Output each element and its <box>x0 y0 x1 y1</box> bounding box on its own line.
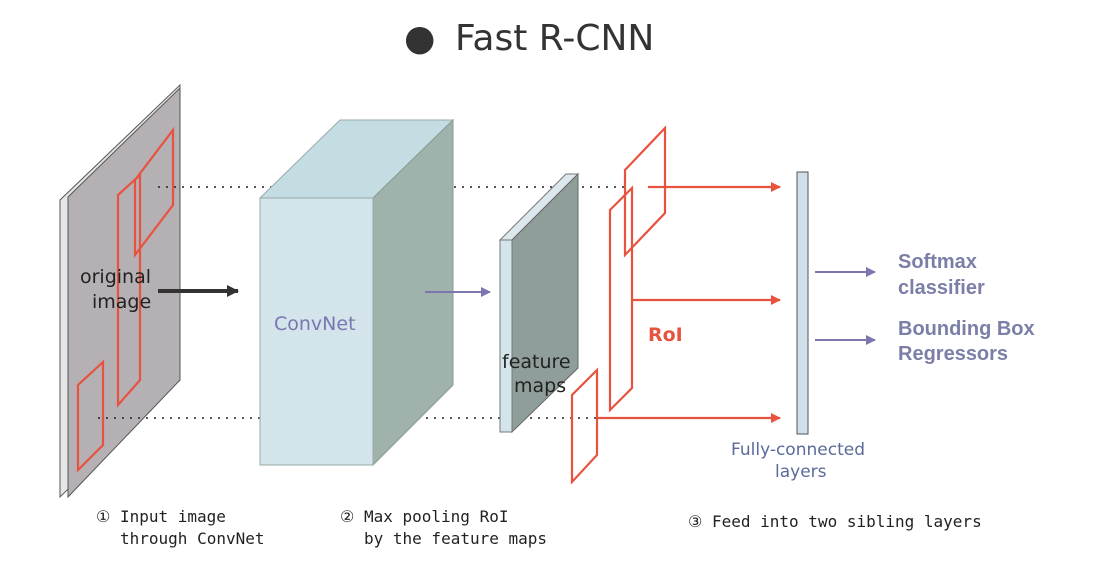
step3-caption: ③ Feed into two sibling layers <box>688 512 982 531</box>
step2-caption-line1: ② Max pooling RoI <box>340 507 508 526</box>
original-image-label-line2: image <box>92 291 151 313</box>
feature-maps-label-line1: feature <box>502 351 571 373</box>
original-image-plane <box>59 83 181 499</box>
page-title: Fast R-CNN <box>455 18 654 59</box>
image-roi-boxes <box>76 126 175 473</box>
bbox-label-line2: Regressors <box>898 343 1008 365</box>
feature-maps-slab <box>498 172 580 434</box>
roi-label: RoI <box>648 324 683 346</box>
softmax-label-line2: classifier <box>898 277 985 299</box>
step1-caption-line2: through ConvNet <box>120 529 265 548</box>
fc-label-line2: layers <box>775 462 827 482</box>
bbox-label-line1: Bounding Box <box>898 318 1035 340</box>
title-bullet: ● <box>404 18 435 59</box>
softmax-label-line1: Softmax <box>898 251 977 273</box>
roi-to-fc-arrows <box>597 182 781 423</box>
fc-label-line1: Fully-connected <box>731 440 865 460</box>
step2-caption-line2: by the feature maps <box>364 529 547 548</box>
convnet-label: ConvNet <box>274 313 356 335</box>
original-image-label-line1: original <box>80 266 151 288</box>
feature-roi-boxes <box>570 125 667 485</box>
fully-connected-layer <box>796 171 809 435</box>
convnet-block <box>258 118 455 467</box>
feature-maps-label-line2: maps <box>514 375 566 397</box>
step1-caption-line1: ① Input image <box>96 507 226 526</box>
